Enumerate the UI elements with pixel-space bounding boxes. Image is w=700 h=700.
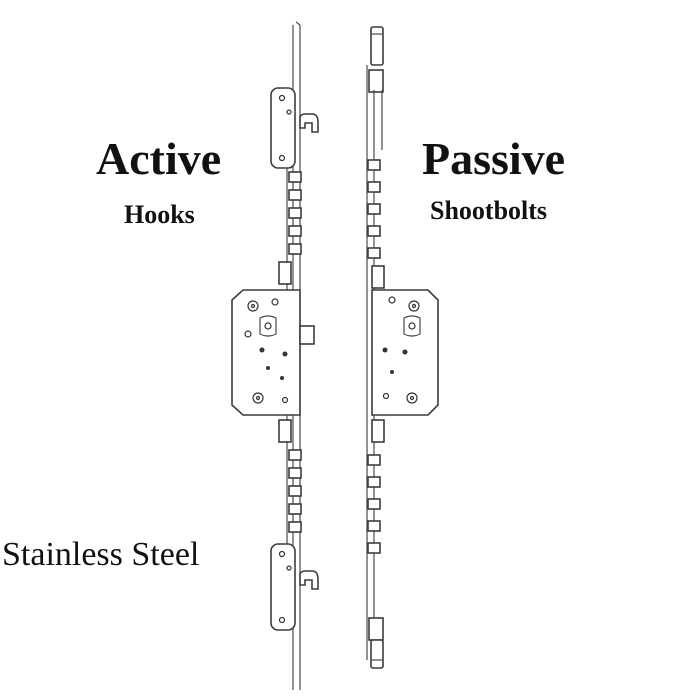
active-subtitle: Hooks [124,200,195,229]
material-label: Stainless Steel [2,536,200,573]
active-title: Active [96,133,222,184]
passive-title: Passive [422,133,566,184]
passive-subtitle: Shootbolts [430,196,548,225]
